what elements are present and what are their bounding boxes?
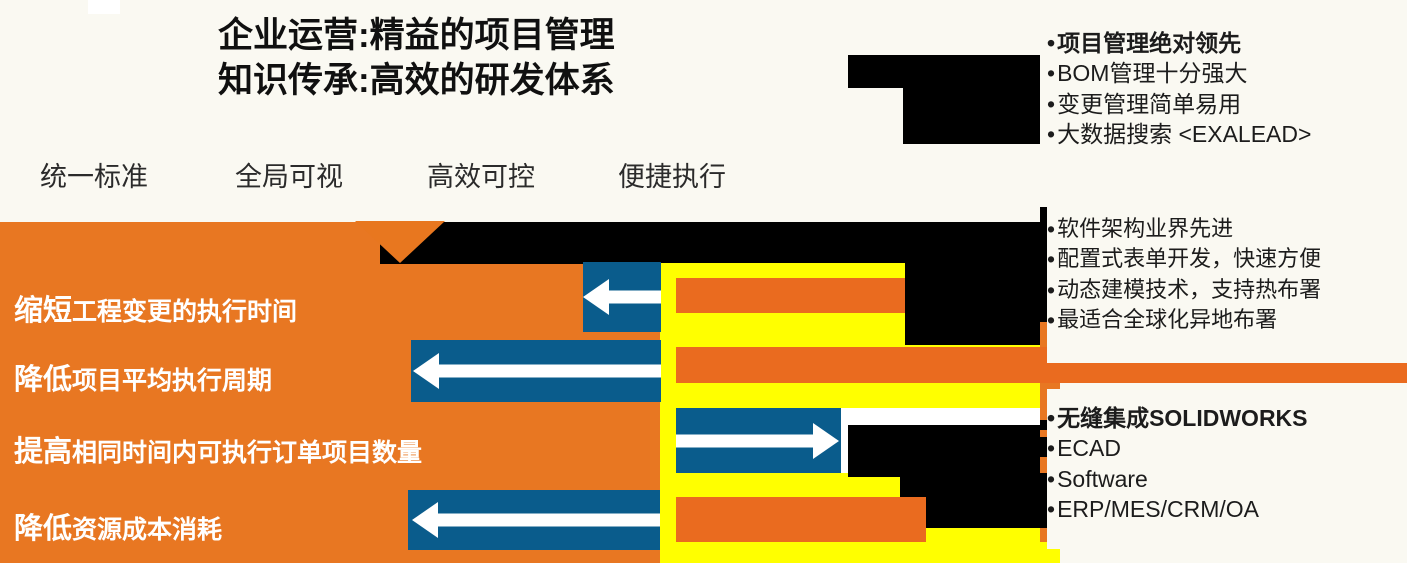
bullet-label: 配置式表单开发，快速方便 (1057, 246, 1322, 272)
feature-panel-0: • 项目管理绝对领先 • BOM管理十分强大 • 变更管理简单易用 • 大数据搜… (1047, 0, 1407, 176)
bullet-dot-icon: • (1047, 405, 1056, 431)
bullet-label: 变更管理简单易用 (1057, 90, 1242, 117)
goal-0-rest: 工程变更的执行时间 (72, 298, 298, 326)
highlight-bottom-strip (660, 542, 1060, 563)
nav-item-2[interactable]: 高效可控 (427, 162, 535, 192)
goal-1-strong: 降低 (14, 364, 73, 396)
bullet-item: • 项目管理绝对领先 (1047, 28, 1407, 58)
nav-label-row: 统一标准 全局可视 高效可控 便捷执行 (0, 155, 800, 199)
goal-line-0: 缩短工程变更的执行时间 (14, 287, 297, 329)
bullet-dot-icon: • (1047, 121, 1056, 148)
bullet-dot-icon: • (1047, 496, 1056, 523)
bullet-label: 项目管理绝对领先 (1057, 30, 1242, 56)
edge-marker-2 (1040, 420, 1049, 430)
arrow-shaft (676, 434, 816, 447)
goal-0-strong: 缩短 (14, 295, 73, 327)
bullet-dot-icon: • (1047, 90, 1056, 117)
bullet-label: BOM管理十分强大 (1057, 60, 1248, 87)
goal-3-rest: 资源成本消耗 (72, 516, 223, 544)
bullet-item: • 配置式表单开发，快速方便 (1047, 244, 1407, 274)
nav-item-0[interactable]: 统一标准 (40, 162, 148, 192)
goal-2-strong: 提高 (14, 436, 73, 468)
bullet-item: • ERP/MES/CRM/OA (1047, 494, 1407, 524)
highlight-tail-row-2 (676, 383, 1040, 405)
arrow-bar-1 (411, 340, 661, 402)
redacted-orange-row-2 (676, 347, 1060, 383)
arrow-shaft (437, 364, 661, 378)
arrow-shaft (605, 290, 661, 304)
goal-2-rest: 相同时间内可执行订单项目数量 (72, 439, 423, 467)
nav-item-1[interactable]: 全局可视 (235, 162, 343, 192)
bullet-label: 动态建模技术，支持热布署 (1057, 276, 1322, 302)
top-white-sliver (88, 0, 120, 14)
bullet-dot-icon: • (1047, 246, 1056, 273)
bullet-label: 无缝集成SOLIDWORKS (1057, 405, 1308, 431)
arrow-left-icon (412, 502, 438, 538)
feature-panel-2: • 无缝集成SOLIDWORKS • ECAD • Software • ERP… (1047, 389, 1407, 549)
bullet-label: 最适合全球化异地布署 (1057, 307, 1278, 333)
redacted-black-row-4 (900, 473, 1060, 528)
bullet-item: • 大数据搜索 <EXALEAD> (1047, 119, 1407, 149)
bullet-dot-icon: • (1047, 216, 1056, 242)
title-line-2: 知识传承:高效的研发体系 (218, 60, 615, 100)
bullet-item: • 动态建模技术，支持热布署 (1047, 275, 1407, 305)
bullet-label: ERP/MES/CRM/OA (1057, 496, 1259, 523)
arrow-bar-0 (583, 262, 661, 332)
bullet-dot-icon: • (1047, 435, 1056, 462)
bullet-item: • 最适合全球化异地布署 (1047, 305, 1407, 335)
redacted-block-top-1 (848, 55, 1040, 88)
bullet-label: Software (1057, 465, 1148, 492)
arrow-right-icon (813, 422, 839, 459)
goal-line-1: 降低项目平均执行周期 (14, 356, 272, 398)
redacted-orange-row-4 (676, 497, 926, 542)
redacted-block-top-2 (903, 88, 1040, 144)
redacted-black-row-3 (848, 425, 1040, 477)
goal-line-2: 提高相同时间内可执行订单项目数量 (14, 428, 422, 470)
bullet-label: 大数据搜索 <EXALEAD> (1057, 121, 1312, 148)
bullet-item: • ECAD (1047, 433, 1407, 463)
bullet-label: ECAD (1057, 435, 1121, 462)
edge-marker-3 (1040, 437, 1049, 457)
arrow-left-icon (583, 279, 609, 315)
redacted-black-row-1 (905, 263, 1040, 345)
arrow-left-icon (413, 353, 439, 389)
goal-1-rest: 项目平均执行周期 (72, 367, 273, 395)
edge-marker-1 (1040, 207, 1047, 322)
highlight-cap-row-1 (676, 263, 868, 279)
bullet-item: • BOM管理十分强大 (1047, 58, 1407, 88)
arrow-bar-3 (408, 490, 660, 550)
bullet-dot-icon: • (1047, 307, 1056, 334)
triangle-down-icon (355, 221, 445, 263)
title-line-1: 企业运营:精益的项目管理 (218, 16, 615, 55)
bullet-item: • 软件架构业界先进 (1047, 214, 1407, 244)
bullet-item: • Software (1047, 464, 1407, 494)
goal-3-strong: 降低 (14, 513, 73, 545)
bullet-dot-icon: • (1047, 276, 1056, 303)
bullet-dot-icon: • (1047, 60, 1056, 87)
feature-panel-1: • 软件架构业界先进 • 配置式表单开发，快速方便 • 动态建模技术，支持热布署… (1047, 198, 1407, 363)
bullet-dot-icon: • (1047, 465, 1056, 492)
arrow-shaft (436, 513, 660, 527)
bullet-item: • 变更管理简单易用 (1047, 89, 1407, 119)
nav-item-3[interactable]: 便捷执行 (618, 162, 726, 192)
arrow-bar-2 (676, 408, 841, 473)
page-title: 企业运营:精益的项目管理 知识传承:高效的研发体系 (218, 14, 688, 104)
bullet-item: • 无缝集成SOLIDWORKS (1047, 403, 1407, 433)
goal-line-3: 降低资源成本消耗 (14, 505, 222, 547)
bullet-dot-icon: • (1047, 30, 1056, 56)
bullet-label: 软件架构业界先进 (1057, 216, 1234, 241)
redacted-orange-row-1 (676, 278, 921, 313)
